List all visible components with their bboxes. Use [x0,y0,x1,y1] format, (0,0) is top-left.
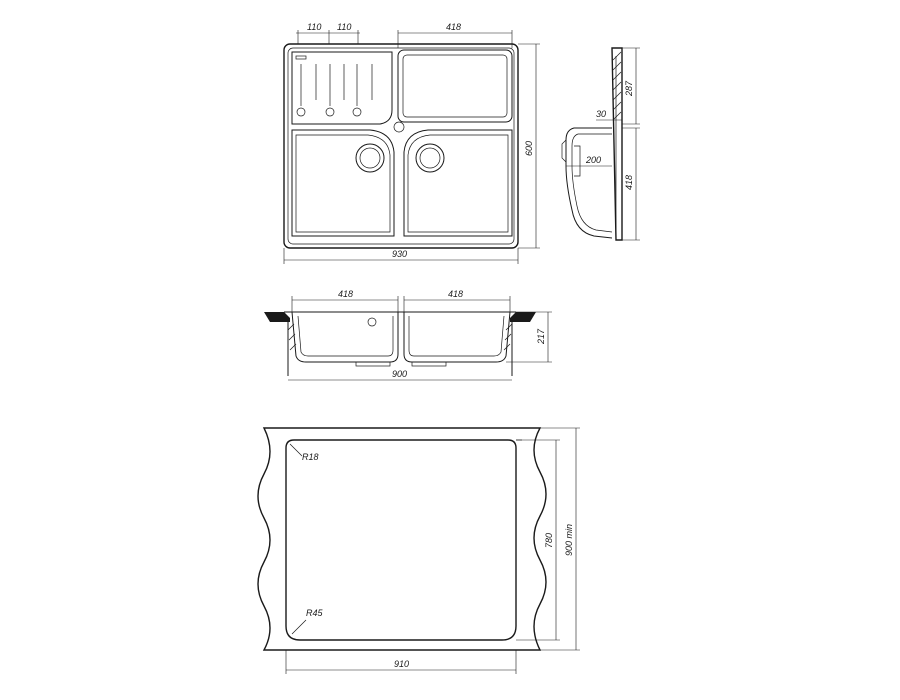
radius-bottom-label: R45 [306,608,324,618]
front-left-drain [355,361,391,367]
side-view: 287 30 200 418 [561,47,640,241]
side-overflow-detail [561,139,567,163]
right-drain-inner [419,147,441,169]
front-left-bowl-inner [297,315,394,357]
sink-rim-inner-line [287,47,515,245]
countertop-left [264,312,290,322]
front-left-bowl [291,311,399,363]
dim-mid-drainer-label: 110 [337,22,351,32]
front-right-bowl [403,311,511,363]
cutout-template: R18 R45 780 900 min 910 [257,427,580,674]
left-drain-inner [359,147,381,169]
right-bowl [403,129,513,237]
side-bowl-inner [571,133,613,233]
dim-200-label: 200 [585,155,601,165]
drainer-area [291,51,393,125]
cutout-shape [285,439,517,641]
dim-left-drainer-label: 110 [307,22,321,32]
side-bowl-profile [565,127,613,239]
right-bowl-inner [407,134,509,233]
dim-depth-label: 217 [536,328,546,345]
side-rim-hatch [612,51,622,121]
dim-inner-height-label: 780 [544,533,554,548]
front-right-drain [411,361,447,367]
dim-30-label: 30 [596,109,606,119]
front-right-bowl-inner [408,315,505,357]
dim-left-bowl-label: 418 [338,289,353,299]
top-right-tray-inner [402,54,508,118]
front-overflow-hole [367,317,377,327]
front-wall-hatch [287,323,513,351]
radius-top-leader [289,443,303,457]
radius-bottom-leader [291,619,307,635]
dim-total-width-label: 930 [392,249,407,259]
side-waste-detail [574,145,581,177]
dim-418-side-label: 418 [624,175,634,190]
sink-outer-rim [283,43,519,249]
dim-right-bowl-label: 418 [448,289,463,299]
side-rim-plate [611,47,623,241]
front-section: 418 418 217 900 [264,289,552,381]
top-view: 110 110 418 930 600 [283,22,540,264]
dim-width-label: 900 [392,369,407,379]
left-bowl [291,129,395,237]
dim-height-label: 600 [524,141,534,156]
radius-top-label: R18 [302,452,319,462]
overflow-hole [393,121,405,133]
top-right-tray [397,49,513,123]
drainer-rib-end [296,107,306,117]
drainer-rib-end [325,107,335,117]
dim-cabinet-min-label: 900 min [564,524,574,556]
drainer-rib-end [352,107,362,117]
left-bowl-inner [295,134,391,233]
dim-cutout-width-label: 910 [394,659,409,669]
drainer-logo-mark [295,55,307,60]
left-drain-outer [355,143,385,173]
countertop-right [510,312,536,322]
right-drain-outer [415,143,445,173]
dim-top-right-label: 418 [446,22,461,32]
dim-287-label: 287 [624,80,634,97]
